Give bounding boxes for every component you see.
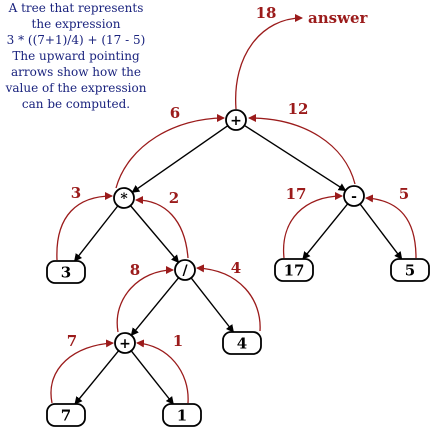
computation-arrows: 18 6 12 3 2 17 5 8 4 7 1 bbox=[50, 4, 417, 404]
computed-value-label: 2 bbox=[169, 189, 179, 207]
node-label: 3 bbox=[61, 264, 71, 282]
computed-value-label: 3 bbox=[71, 184, 81, 202]
node-label: / bbox=[182, 263, 188, 279]
operator-node-div: / bbox=[174, 259, 196, 281]
computation-arrow-n7-add bbox=[50, 339, 114, 404]
caption-line: The upward pointing bbox=[12, 49, 140, 63]
caption-line: the expression bbox=[31, 17, 121, 31]
computation-arrow-add-div bbox=[116, 266, 174, 333]
node-label: 4 bbox=[237, 335, 247, 353]
tree-edge-root-mul bbox=[131, 125, 229, 193]
diagram-caption: A tree that represents the expression 3 … bbox=[0, 0, 152, 112]
node-label: 7 bbox=[61, 407, 71, 425]
caption-line: can be computed. bbox=[21, 97, 131, 111]
caption-line: value of the expression bbox=[5, 81, 147, 95]
computation-arrow-mul-root bbox=[115, 114, 225, 189]
tree-edge-mul-n3 bbox=[74, 205, 119, 262]
tree-edge-div-add bbox=[130, 277, 180, 337]
tree-edge-add-n7 bbox=[74, 350, 120, 405]
computed-value-label: 8 bbox=[130, 261, 140, 279]
node-label: - bbox=[351, 189, 357, 205]
node-label: * bbox=[120, 191, 128, 207]
computed-value-label: 17 bbox=[286, 185, 307, 203]
tree-edges bbox=[74, 124, 403, 405]
computation-arrow-n1-add bbox=[136, 339, 189, 404]
number-node-n4: 4 bbox=[222, 331, 262, 355]
operator-node-add: + bbox=[114, 332, 136, 354]
computed-value-label: 1 bbox=[173, 332, 183, 350]
computation-arrow-n3-mul bbox=[56, 192, 113, 261]
number-node-n17: 17 bbox=[274, 258, 314, 282]
computed-value-label: 4 bbox=[231, 259, 241, 277]
number-node-n5: 5 bbox=[390, 258, 430, 282]
answer-label: answer bbox=[308, 9, 369, 27]
operator-node-mul: * bbox=[113, 187, 135, 209]
computation-arrow-n5-sub bbox=[365, 194, 417, 259]
node-label: + bbox=[119, 336, 131, 352]
node-label: 1 bbox=[177, 407, 187, 425]
tree-edge-div-n4 bbox=[190, 277, 235, 333]
computation-arrow-n4-div bbox=[196, 264, 261, 332]
tree-edge-mul-div bbox=[129, 205, 180, 264]
computation-arrow-div-mul bbox=[135, 196, 189, 259]
tree-edge-add-n1 bbox=[130, 350, 174, 405]
node-label: 5 bbox=[405, 262, 415, 280]
computation-arrow-root-answer bbox=[235, 14, 303, 110]
number-node-n3: 3 bbox=[46, 260, 86, 284]
tree-edge-root-sub bbox=[244, 124, 347, 192]
caption-line: A tree that represents bbox=[8, 1, 144, 15]
operator-node-root: + bbox=[225, 109, 247, 131]
computation-arrow-n17-sub bbox=[282, 192, 343, 259]
computed-value-label: 5 bbox=[399, 185, 409, 203]
number-node-n7: 7 bbox=[46, 403, 86, 427]
caption-line: arrows show how the bbox=[11, 65, 141, 79]
computed-value-label: 7 bbox=[67, 332, 77, 350]
tree-edge-sub-n17 bbox=[302, 203, 349, 260]
tree-edge-sub-n5 bbox=[359, 203, 403, 260]
computation-arrow-sub-root bbox=[248, 114, 356, 185]
computed-value-label: 18 bbox=[256, 4, 277, 22]
operator-node-sub: - bbox=[343, 185, 365, 207]
node-label: + bbox=[230, 113, 242, 129]
caption-line: 3 * ((7+1)/4) + (17 - 5) bbox=[6, 33, 146, 47]
node-label: 17 bbox=[284, 262, 305, 280]
computed-value-label: 12 bbox=[288, 100, 309, 118]
number-node-n1: 1 bbox=[162, 403, 202, 427]
computed-value-label: 6 bbox=[170, 104, 180, 122]
